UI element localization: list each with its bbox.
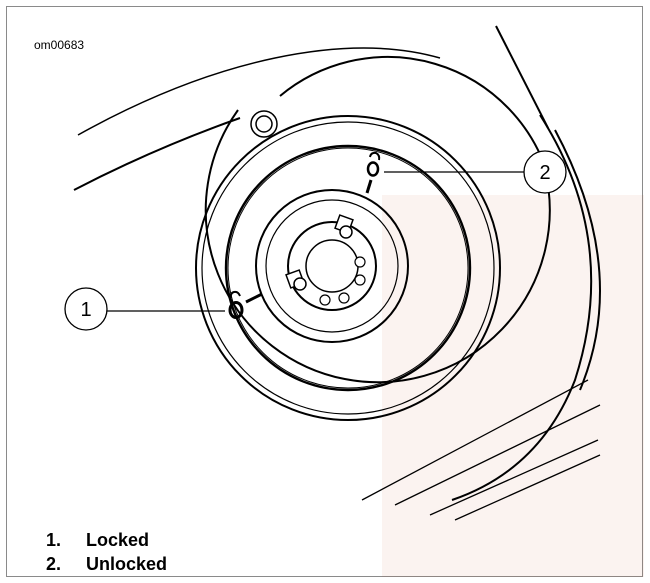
figure-frame xyxy=(6,6,643,577)
callout-1-number: 1 xyxy=(80,299,91,321)
legend-item-number: 2. xyxy=(46,554,62,574)
legend: 1. Locked 2. Unlocked xyxy=(46,528,167,576)
center-cap xyxy=(255,189,409,343)
pin xyxy=(250,110,278,138)
figure-id: om00683 xyxy=(34,38,85,52)
legend-item-label: Unlocked xyxy=(86,554,168,574)
legend-item: 1. Locked xyxy=(46,528,167,552)
locked-padlock-icon xyxy=(228,290,263,319)
callout-1: 1 xyxy=(64,287,225,331)
callout-2: 2 xyxy=(384,150,567,194)
cover-outline xyxy=(73,25,601,521)
legend-item-label: Locked xyxy=(86,530,150,550)
callout-2-number: 2 xyxy=(539,162,550,184)
seal-rings xyxy=(195,56,551,421)
legend-item: 2. Unlocked xyxy=(46,552,167,576)
watermark-logo xyxy=(382,195,644,577)
legend-item-number: 1. xyxy=(46,530,62,550)
unlocked-padlock-icon xyxy=(365,151,381,194)
